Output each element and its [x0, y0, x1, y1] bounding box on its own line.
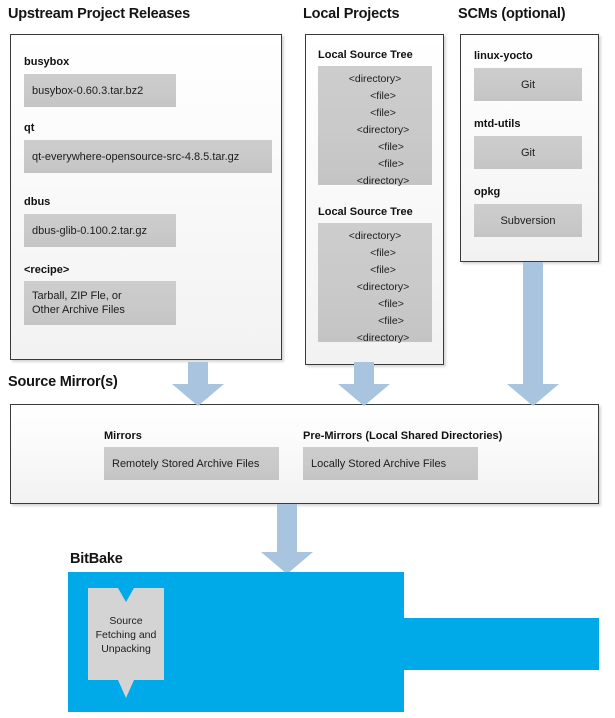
item-label-busybox: busybox — [24, 56, 70, 68]
item-value-mirrors: Remotely Stored Archive Files — [104, 447, 279, 480]
item-label-mtd-utils: mtd-utils — [474, 118, 521, 130]
heading-upstream-project-releases: Upstream Project Releases — [8, 6, 190, 22]
item-value-dbus: dbus-glib-0.100.2.tar.gz — [24, 214, 176, 247]
source-fetching-unpacking-label: Source Fetching and Unpacking — [95, 615, 157, 655]
item-label-qt: qt — [24, 122, 35, 134]
item-label-pre-mirrors: Pre-Mirrors (Local Shared Directories) — [303, 430, 503, 442]
item-value-opkg-scm: Subversion — [474, 204, 582, 237]
tree-node: <directory> — [356, 175, 410, 187]
item-value-pre-mirrors: Locally Stored Archive Files — [303, 447, 478, 480]
tree-node: <file> — [378, 158, 404, 170]
item-value-recipe-archives: Tarball, ZIP Fle, or Other Archive Files — [24, 281, 176, 325]
item-label-dbus: dbus — [24, 196, 51, 208]
item-value-mtd-utils-scm: Git — [474, 136, 582, 169]
tree-node: <file> — [370, 90, 396, 102]
source-fetching-unpacking-shape — [88, 588, 164, 698]
arrow-source-mirror-to-bitbake — [261, 504, 313, 574]
item-label-mirrors: Mirrors — [104, 430, 142, 442]
tree-node: <directory> — [348, 230, 402, 242]
tree-node: <file> — [378, 315, 404, 327]
item-label-recipe: <recipe> — [24, 264, 70, 276]
item-value-linux-yocto-scm: Git — [474, 68, 582, 101]
tree-node: <file> — [378, 298, 404, 310]
item-value-busybox: busybox-0.60.3.tar.bz2 — [24, 74, 176, 107]
bitbake-process-block — [68, 572, 599, 712]
heading-local-projects: Local Projects — [303, 6, 400, 22]
heading-bitbake: BitBake — [70, 551, 123, 567]
tree-node: <file> — [370, 264, 396, 276]
item-label-opkg: opkg — [474, 186, 501, 198]
tree-node: <file> — [370, 107, 396, 119]
arrow-local-projects-to-source-mirror — [338, 362, 390, 406]
tree-node: <file> — [370, 247, 396, 259]
tree-node: <directory> — [348, 73, 402, 85]
tree-node: <directory> — [356, 281, 410, 293]
item-label-local-source-tree-1: Local Source Tree — [318, 49, 413, 61]
local-source-tree-2: <directory> <file> <file> <directory> <file>… — [318, 223, 432, 344]
tree-node: <directory> — [356, 124, 410, 136]
item-label-linux-yocto: linux-yocto — [474, 50, 533, 62]
arrow-upstream-to-source-mirror — [172, 362, 224, 406]
item-label-local-source-tree-2: Local Source Tree — [318, 206, 413, 218]
tree-node: <file> — [378, 141, 404, 153]
tree-node: <directory> — [356, 332, 410, 344]
arrow-scms-to-source-mirror — [507, 262, 559, 406]
heading-scms-optional: SCMs (optional) — [458, 6, 566, 22]
local-source-tree-1: <directory> <file> <file> <directory> <file>… — [318, 66, 432, 187]
heading-source-mirrors: Source Mirror(s) — [8, 374, 118, 390]
item-value-qt: qt-everywhere-opensource-src-4.8.5.tar.g… — [24, 140, 272, 173]
